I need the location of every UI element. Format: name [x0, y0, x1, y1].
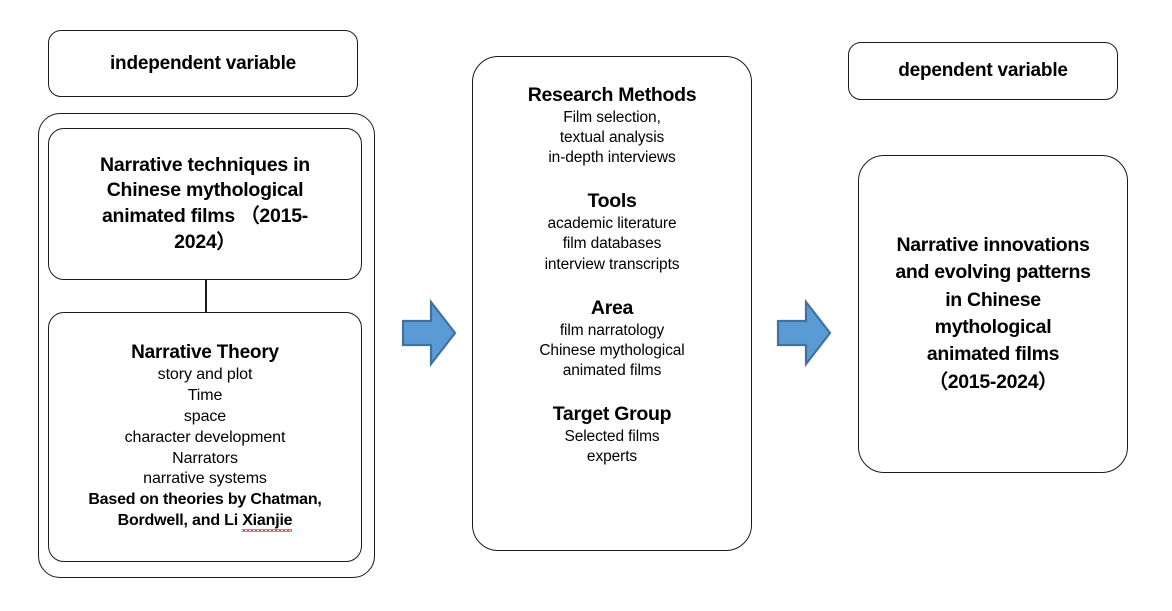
left-column-connector-line — [205, 280, 207, 313]
methodology-group-heading: Area — [590, 296, 634, 319]
methodology-group-item: Chinese mythological — [539, 341, 685, 359]
narrative-theory-box: Narrative Theory story and plot Time spa… — [48, 312, 362, 562]
outcome-line: （2015-2024） — [928, 370, 1058, 393]
narrative-theory-item: narrative systems — [143, 470, 267, 488]
outcome-line: Narrative innovations — [896, 234, 1090, 257]
arrow-left-to-middle-icon — [401, 299, 457, 367]
methodology-group-heading: Research Methods — [527, 84, 697, 106]
narrative-theory-heading: Narrative Theory — [131, 342, 279, 364]
methodology-group: Target Group Selected films experts — [552, 402, 672, 467]
narrative-theory-item: story and plot — [157, 366, 253, 384]
methodology-group-item: experts — [586, 448, 638, 466]
narrative-theory-item: character development — [124, 428, 286, 446]
methodology-group-item: in-depth interviews — [548, 149, 676, 167]
independent-variable-group-shell — [38, 113, 375, 578]
narrative-theory-item: Time — [187, 387, 223, 405]
methodology-group-item: film databases — [562, 235, 662, 253]
dependent-variable-header-box: dependent variable — [848, 42, 1118, 100]
methodology-group: Research Methods Film selection, textual… — [528, 83, 697, 168]
arrow-middle-to-right-icon — [776, 299, 832, 367]
narrative-theory-item: Narrators — [172, 449, 238, 467]
narrative-techniques-box: Narrative techniques in Chinese mytholog… — [48, 128, 362, 280]
narrative-techniques-line-3: animated films （2015- — [101, 205, 309, 227]
methodology-group-item: film narratology — [559, 321, 665, 339]
outcome-line: animated films — [926, 343, 1060, 366]
methodology-group: Area film narratology Chinese mythologic… — [539, 296, 684, 381]
dependent-variable-label: dependent variable — [898, 60, 1068, 81]
narrative-techniques-line-4: 2024） — [174, 230, 236, 253]
spellcheck-underlined-word: Xianjie — [242, 511, 293, 532]
methodology-group-item: animated films — [562, 361, 662, 379]
methodology-group-heading: Tools — [587, 190, 637, 213]
methodology-group-item: Film selection, — [563, 108, 661, 126]
narrative-techniques-line-2: Chinese mythological — [106, 179, 304, 202]
outcome-line: in Chinese — [945, 288, 1041, 311]
narrative-theory-source-line-2: Bordwell, and Li Xianjie — [118, 511, 293, 532]
methodology-box: Research Methods Film selection, textual… — [472, 56, 752, 551]
methodology-group-item: academic literature — [547, 215, 677, 233]
independent-variable-label: independent variable — [109, 52, 297, 74]
methodology-group-item: interview transcripts — [544, 255, 680, 273]
methodology-group: Tools academic literature film databases… — [545, 189, 680, 274]
narrative-theory-source-line-1: Based on theories by Chatman, — [88, 491, 322, 509]
source-line-2-prefix: Bordwell, and Li — [117, 511, 243, 529]
narrative-techniques-line-1: Narrative techniques in — [100, 153, 310, 176]
methodology-group-item: Selected films — [564, 428, 660, 446]
independent-variable-header-box: independent variable — [48, 30, 358, 97]
outcome-line: and evolving patterns — [895, 261, 1091, 284]
outcome-line: mythological — [934, 316, 1052, 338]
narrative-theory-item: space — [183, 407, 227, 425]
methodology-group-heading: Target Group — [552, 403, 672, 426]
outcome-box: Narrative innovations and evolving patte… — [858, 155, 1128, 473]
methodology-group-item: textual analysis — [559, 129, 665, 147]
